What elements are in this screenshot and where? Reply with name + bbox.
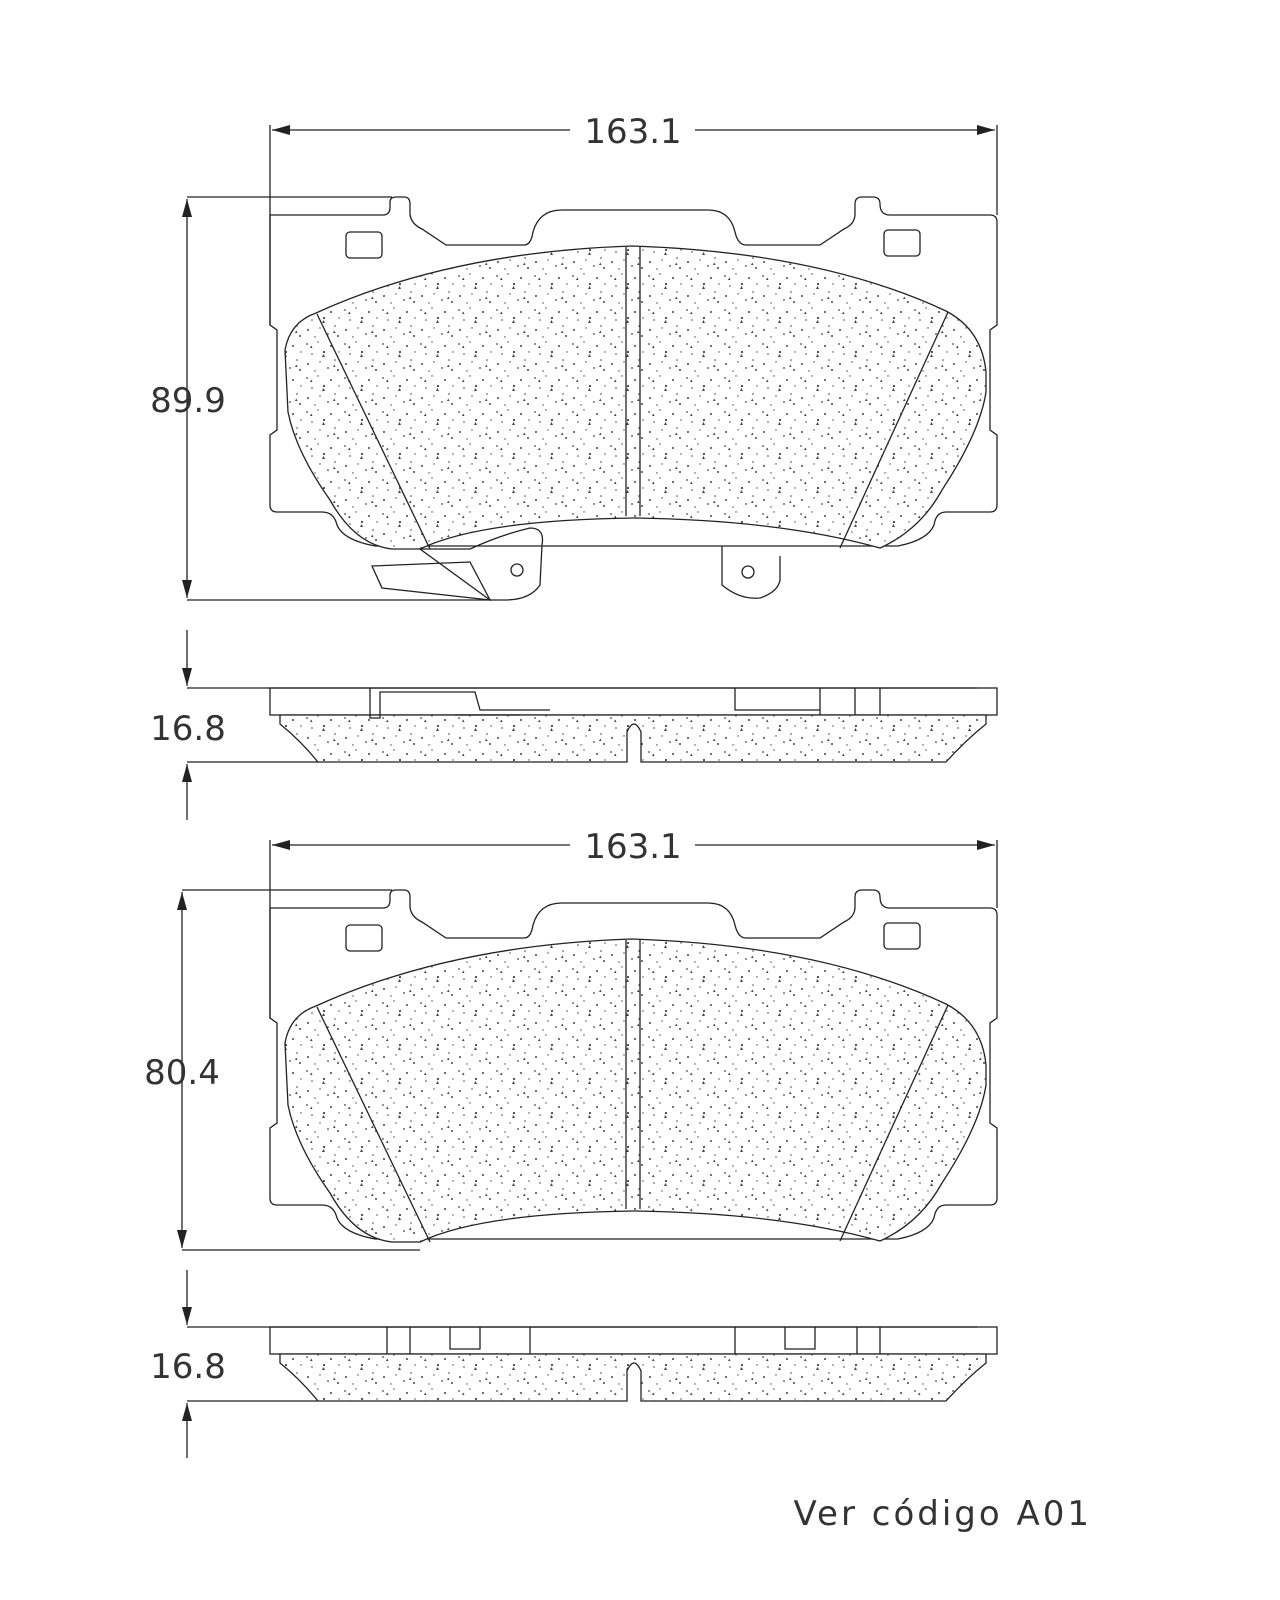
rear-pad-height-label: 80.4 [144,1053,220,1093]
front-pad-width-label: 163.1 [584,112,681,152]
front-pad-thickness-dimension: 16.8 [150,630,977,820]
front-pad-width-dimension: 163.1 [269,110,998,325]
rear-pad-face-view [269,889,998,1243]
rear-pad-thickness-label: 16.8 [150,1347,226,1387]
rear-pad-side-view [269,1326,998,1402]
front-pad-face-view [269,196,998,601]
reference-note: Ver código A01 [793,1494,1092,1534]
front-pad-height-label: 89.9 [150,381,226,421]
rear-pad-thickness-dimension: 16.8 [150,1270,977,1458]
front-pad-height-dimension: 89.9 [150,196,492,601]
front-pad-thickness-label: 16.8 [150,709,226,749]
rear-pad-width-label: 163.1 [584,827,681,867]
rear-pad-height-dimension: 80.4 [144,889,420,1251]
rear-pad-width-dimension: 163.1 [269,825,998,1018]
front-pad-side-view [269,687,998,763]
